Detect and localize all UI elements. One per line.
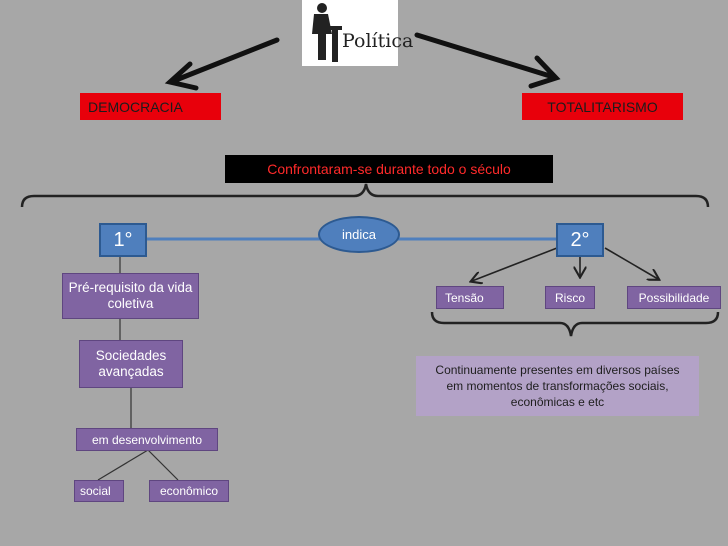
tensao-node: Tensão: [436, 286, 504, 309]
sociedades-node: Sociedades avançadas: [79, 340, 183, 388]
risco-node: Risco: [545, 286, 595, 309]
possibilidade-node: Possibilidade: [627, 286, 721, 309]
person-at-podium-icon: [312, 3, 342, 62]
connector-desenvolvimento-to-economico: [147, 449, 179, 481]
politica-logo: Política: [302, 0, 413, 66]
arrow-2-to-tensao: [472, 247, 558, 281]
second-node: 2°: [556, 223, 604, 257]
arrow-to-democracia: [164, 37, 280, 91]
connector-desenvolvimento-to-social: [97, 449, 149, 481]
economico-node: econômico: [149, 480, 229, 502]
arrow-to-totalitarismo: [414, 32, 561, 89]
continuamente-node: Continuamente presentes em diversos país…: [416, 356, 699, 416]
logo-text: Política: [342, 30, 414, 52]
confronto-banner: Confrontaram-se durante todo o século: [225, 155, 553, 183]
democracia-label: DEMOCRACIA: [80, 93, 221, 120]
social-node: social: [74, 480, 124, 502]
prerequisito-node: Pré-requisito da vida coletiva: [62, 273, 199, 319]
top-brace: [20, 183, 710, 208]
arrow-2-to-possibilidade: [604, 247, 658, 279]
indica-node: indica: [318, 216, 400, 253]
first-node: 1°: [99, 223, 147, 257]
lower-brace: [430, 311, 720, 337]
totalitarismo-label: TOTALITARISMO: [522, 93, 683, 120]
desenvolvimento-node: em desenvolvimento: [76, 428, 218, 451]
